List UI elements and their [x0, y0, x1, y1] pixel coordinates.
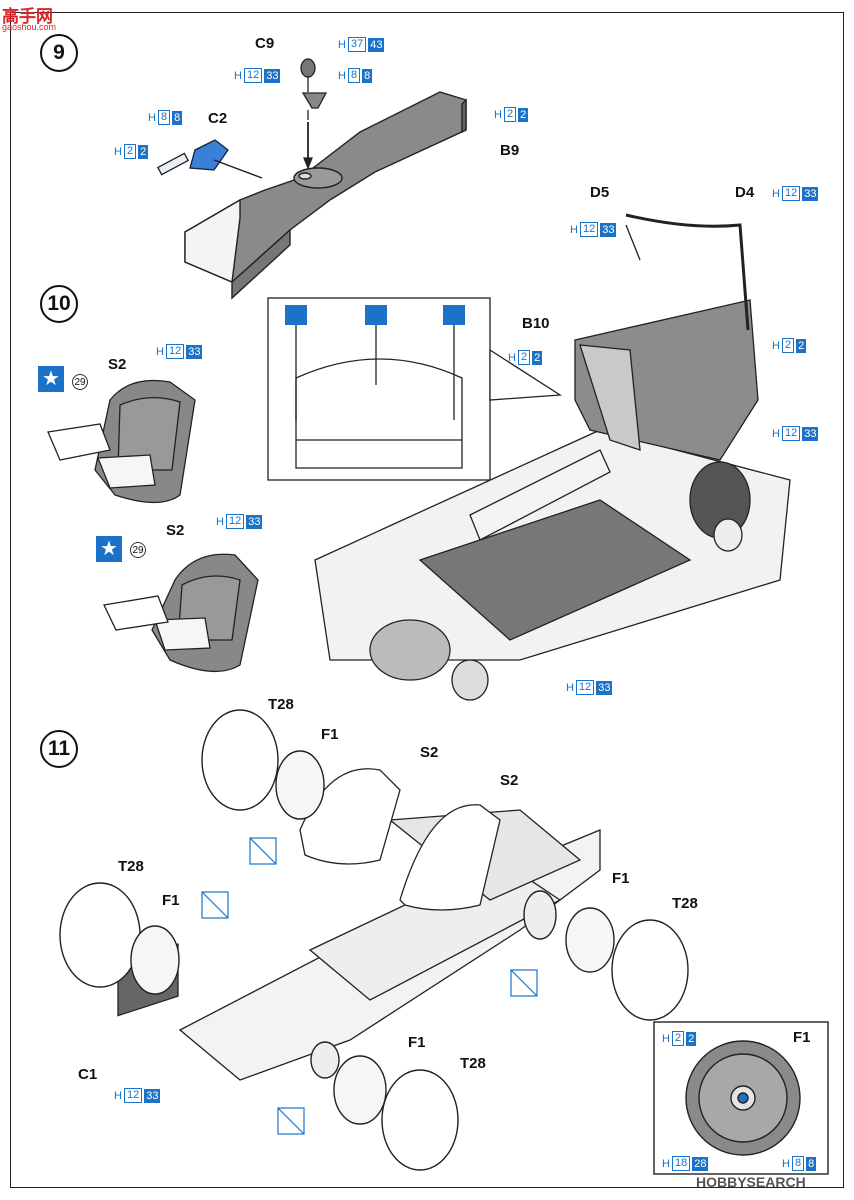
label-s2-c: S2 [420, 744, 439, 761]
wheel-detail-box [653, 1021, 829, 1175]
step-number-10: 10 [40, 285, 78, 323]
label-c9: C9 [255, 35, 275, 52]
page-frame [10, 12, 844, 1188]
label-f1-e: F1 [793, 1029, 811, 1046]
label-s2-d: S2 [500, 772, 519, 789]
chassis-step10 [314, 213, 791, 701]
label-d4: D4 [735, 184, 755, 201]
detail-box [267, 297, 562, 481]
label-d5: D5 [590, 184, 610, 201]
decal-number-b: 29 [130, 542, 146, 558]
label-t28-d: T28 [460, 1055, 486, 1072]
label-t28-c: T28 [672, 895, 698, 912]
wheels-step11 [59, 709, 689, 1171]
label-s2-b: S2 [166, 522, 185, 539]
decal-star-icon: ★ [38, 366, 64, 392]
label-b10: B10 [522, 315, 550, 332]
decal-star-icon: ★ [96, 536, 122, 562]
label-c1: C1 [78, 1066, 98, 1083]
step9-console [184, 91, 467, 300]
label-f1-d: F1 [408, 1034, 426, 1051]
shift-lever-c9 [300, 58, 328, 170]
label-f1-c: F1 [612, 870, 630, 887]
decal-number-a: 29 [72, 374, 88, 390]
chassis-step11 [117, 768, 601, 1081]
label-f1-b: F1 [162, 892, 180, 909]
watermark-logo: 高手网 [2, 7, 53, 26]
step-number-11: 11 [40, 730, 78, 768]
handbrake-c2 [156, 139, 263, 179]
label-c2: C2 [208, 110, 228, 127]
label-f1-a: F1 [321, 726, 339, 743]
step-number-9: 9 [40, 34, 78, 72]
watermark-bottom: HOBBYSEARCH [696, 1174, 806, 1190]
seat-s2-top [47, 379, 196, 504]
label-t28-b: T28 [118, 858, 144, 875]
watermark-url: gaoshou.com [2, 22, 57, 32]
label-s2-a: S2 [108, 356, 127, 373]
no-glue-icons [201, 837, 538, 1135]
seat-s2-mid [103, 553, 259, 673]
label-b9: B9 [500, 142, 520, 159]
label-t28-a: T28 [268, 696, 294, 713]
